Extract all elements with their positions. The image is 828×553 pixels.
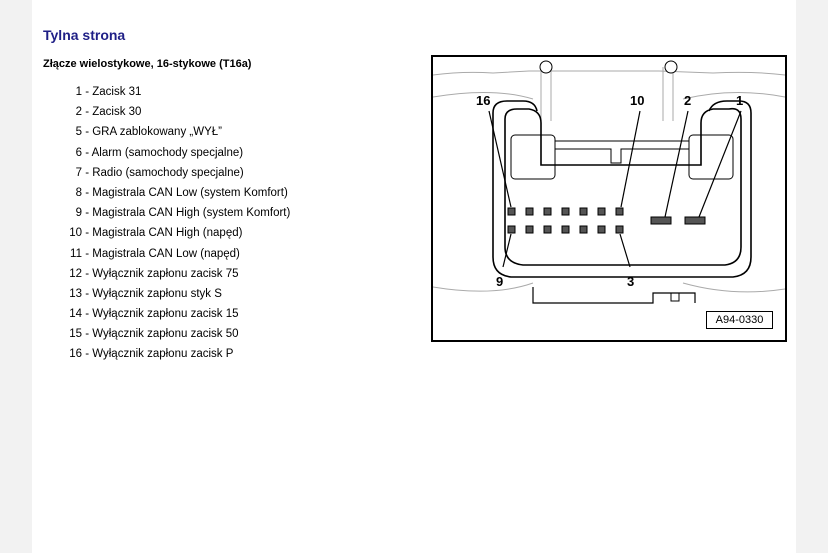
pin-description: Radio (samochody specjalne) — [92, 166, 244, 179]
callout-3: 3 — [627, 274, 635, 289]
pin-item: 14 - Wyłącznik zapłonu zacisk 15 — [32, 304, 332, 324]
pin-number: 1 — [75, 86, 82, 98]
pin-item: 2 - Zacisk 30 — [32, 102, 332, 122]
pin-item: 6 - Alarm (samochody specjalne) — [32, 143, 332, 163]
pin-item: 9 - Magistrala CAN High (system Komfort) — [32, 203, 332, 223]
pin-item: 5 - GRA zablokowany „WYŁ” — [32, 122, 332, 142]
pin-description: Magistrala CAN Low (napęd) — [92, 247, 240, 260]
pin-description: Alarm (samochody specjalne) — [91, 146, 244, 159]
pin-number: 11 — [70, 247, 82, 260]
connector-drawing — [433, 60, 785, 304]
pin-description: Magistrala CAN High (system Komfort) — [92, 207, 291, 220]
pin-description: Magistrala CAN High (napęd) — [92, 227, 243, 240]
pin-item: 15 - Wyłącznik zapłonu zacisk 50 — [32, 324, 332, 344]
pin-item: 10 - Magistrala CAN High (napęd) — [32, 223, 332, 243]
pin-description: Zacisk 30 — [92, 106, 142, 119]
pin-item: 13 - Wyłącznik zapłonu styk S — [32, 284, 332, 304]
pin-item: 11 - Magistrala CAN Low (napęd) — [32, 244, 332, 264]
callout-10: 10 — [630, 93, 645, 108]
document-page: Tylna strona Złącze wielostykowe, 16-sty… — [32, 0, 796, 553]
pin-description: Wyłącznik zapłonu zacisk P — [92, 348, 234, 361]
section-title: Tylna strona — [43, 27, 126, 43]
pin-number: 2 — [75, 106, 82, 119]
pin-description: GRA zablokowany „WYŁ” — [92, 126, 222, 139]
pin-item: 12 - Wyłącznik zapłonu zacisk 75 — [32, 264, 332, 284]
pin-description: Wyłącznik zapłonu zacisk 75 — [92, 267, 239, 280]
callout-9: 9 — [496, 274, 504, 289]
pin-number: 12 — [69, 267, 82, 280]
callout-16: 16 — [476, 93, 491, 108]
pin-number: 5 — [75, 126, 82, 139]
pin-item: 8 - Magistrala CAN Low (system Komfort) — [32, 183, 332, 203]
pin-item: 7 - Radio (samochody specjalne) — [32, 163, 332, 183]
pin-description: Wyłącznik zapłonu styk S — [92, 287, 222, 300]
pin-description: Magistrala CAN Low (system Komfort) — [92, 186, 288, 199]
pin-number: 8 — [75, 186, 82, 199]
connector-diagram: 16 10 2 1 9 3 A94-0330 — [431, 55, 787, 342]
pin-number: 7 — [75, 166, 82, 179]
pin-number: 13 — [69, 287, 82, 300]
pin-number: 6 — [75, 146, 82, 159]
pin-description: Zacisk 31 — [92, 86, 142, 98]
pin-number: 15 — [69, 328, 82, 341]
pin-item: 16 - Wyłącznik zapłonu zacisk P — [32, 344, 332, 364]
figure-label: A94-0330 — [706, 311, 773, 329]
pin-description: Wyłącznik zapłonu zacisk 15 — [92, 308, 239, 321]
pin-number: 10 — [69, 227, 82, 240]
connector-title: Złącze wielostykowe, 16-stykowe (T16a) — [43, 58, 252, 70]
pin-number: 14 — [69, 308, 82, 321]
callout-2: 2 — [684, 93, 692, 108]
callout-1: 1 — [736, 93, 744, 108]
pin-description: Wyłącznik zapłonu zacisk 50 — [92, 328, 239, 341]
pin-item: 1 - Zacisk 31 — [32, 82, 332, 102]
pin-number: 16 — [69, 348, 82, 361]
pin-number: 9 — [75, 207, 82, 220]
